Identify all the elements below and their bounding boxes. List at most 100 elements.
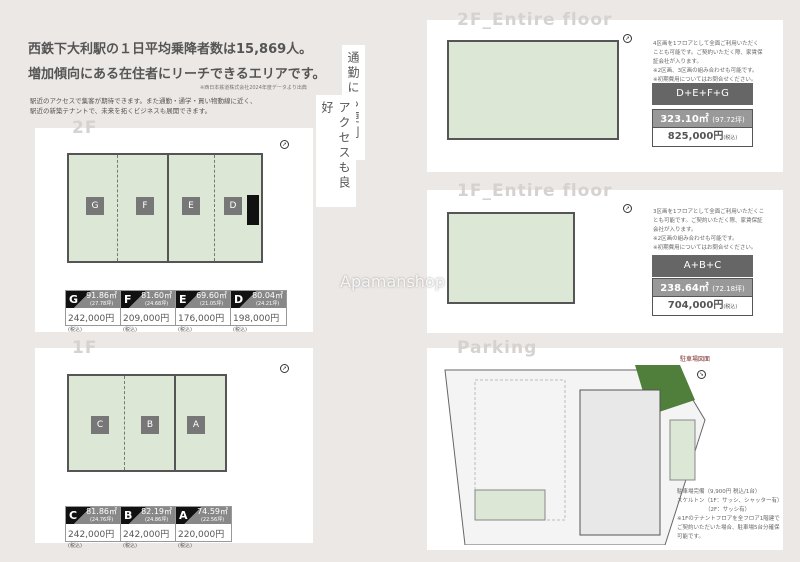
unit-label-a: A [187,416,205,434]
headline-1: 西鉄下大利駅の１日平均乗降者数は15,869人。 [28,42,313,57]
tax-label: (税込) [723,135,738,141]
entire1-price: 704,000円(税込) [652,297,753,316]
unit-area: 80.04㎡ [252,291,283,300]
parking-map-title: 駐車場図面 [680,356,711,363]
area-value: 238.64㎡ [660,283,709,294]
unit-area: 69.60㎡ [196,291,227,300]
entire1-title: 1F_Entire floor [457,181,613,201]
unit-f-cell[interactable]: F 81.60㎡(24.68坪) 209,000円 (税込) [121,291,176,333]
tagline-access: アクセスも良好 [316,95,356,207]
parking-title: Parking [457,338,538,358]
unit-tsubo: (22.56坪) [200,517,225,523]
unit-price: 198,000円 [233,314,280,324]
entire1-area: 238.64㎡ (72.18坪) [652,278,753,297]
price-value: 704,000円 [667,300,724,311]
unit-tsubo: (24.86坪) [144,517,169,523]
unit-id: E [179,293,187,306]
unit-price: 242,000円 [68,314,115,324]
entire2-price: 825,000円(税込) [652,128,753,147]
watermark: Apamanshop [340,272,445,291]
entire1-combo: A+B+C [652,255,753,277]
unit-price: 209,000円 [123,314,170,324]
note-line: ※2区画、3区画の組み合わせも可能です。 [653,68,758,74]
tax-label: (税込) [178,327,192,333]
floor2-plan: G F E D [67,153,263,263]
entire2-combo: D+E+F+G [652,83,753,105]
floor2-unit-table: G 91.86㎡(27.78坪) 242,000円 (税込) F 81.60㎡(24.6… [65,290,287,333]
note-line: （2F：サッシ有） [705,507,751,513]
unit-id: F [124,293,132,306]
compass-icon: ➚ [623,34,632,43]
unit-b-cell[interactable]: B 82.19㎡(24.86坪) 242,000円 (税込) [121,507,176,549]
entire2-title: 2F_Entire floor [457,10,613,30]
floor2-title: 2F [72,118,98,138]
unit-g-cell[interactable]: G 91.86㎡(27.78坪) 242,000円 (税込) [66,291,121,333]
price-value: 825,000円 [667,131,724,142]
headline-2: 増加傾向にある在住者にリーチできるエリアです。 [28,67,326,82]
note-line: とも可能です。ご契約いただく際、家賃保証 [653,218,763,224]
unit-price: 242,000円 [68,530,115,540]
desc-2: 駅近の新築テナントで、未来を拓くビジネスも展開できます。 [30,107,212,115]
unit-id: G [69,293,79,306]
note-line: ことも可能です。ご契約いただく際、家賃保 [653,50,763,56]
note-line: ご契約いただいた場合、駐車場5台分確保 [677,525,780,531]
note-line: ※2区画の組み合わせも可能です。 [653,236,738,242]
unit-label-d: D [224,197,242,215]
entire1-note: 3区画を1フロアとして全面ご利用いただくことも可能です。ご契約いただく際、家賃保… [653,208,764,253]
unit-id: D [234,293,244,306]
unit-area: 74.59㎡ [197,507,228,516]
unit-tsubo: (24.68坪) [144,301,169,307]
tax-label: (税込) [68,327,82,333]
unit-label-f: F [136,197,154,215]
unit-id: A [179,509,188,522]
note-line: 4区画を1フロアとして全面ご利用いただく [653,41,759,47]
entire2-note: 4区画を1フロアとして全面ご利用いただくことも可能です。ご契約いただく際、家賃保… [653,40,762,85]
unit-area: 81.60㎡ [141,291,172,300]
entire2-plan [447,40,619,140]
note-line: 会社が入ります。 [653,227,697,233]
note-line: 可能です。 [677,534,704,540]
tax-label: (税込) [123,327,137,333]
tax-label: (税込) [123,543,137,549]
area-value: 323.10㎡ [660,114,709,125]
note-line: ※初期費用についてはお問合せください。 [653,77,757,83]
note-line: ※初期費用についてはお問合せください。 [653,245,757,251]
floor1-plan: C B A [67,374,227,472]
unit-price: 242,000円 [123,530,170,540]
unit-label-g: G [86,197,104,215]
unit-area: 91.86㎡ [86,291,117,300]
unit-tsubo: (27.78坪) [89,301,114,307]
parking-note: 駐車場完備（9,900円 税込/1台） スケルトン（1F：サッシ、シャッター有） （… [677,488,783,542]
compass-icon: ➘ [697,370,706,379]
tsubo-value: (72.18坪) [712,285,745,293]
unit-label-c: C [91,416,109,434]
desc-1: 駅近のアクセスで集客が期待できます。また通勤・通学・買い物動線に近く、 [30,97,257,105]
tax-label: (税込) [723,304,738,310]
entire2-area: 323.10㎡ (97.72坪) [652,109,753,128]
note-line: 駐車場完備（9,900円 税込/1台） [677,489,761,495]
unit-id: C [69,509,78,522]
note-line: スケルトン（1F：サッシ、シャッター有） [677,498,783,504]
parking-panel: 駐車場図面 ➘ 駐車場完備（9,900円 税込/1台） スケルトン（1F：サッシ、… [427,348,783,550]
source-note: ※西日本鉄道株式会社2024年度データより出典 [200,85,307,91]
compass-icon: ➚ [280,140,289,149]
note-line: 3区画を1フロアとして全面ご利用いただくこ [653,209,765,215]
unit-id: B [124,509,133,522]
unit-tsubo: (24.21坪) [255,301,280,307]
tsubo-value: (97.72坪) [712,116,745,124]
unit-price: 220,000円 [178,530,225,540]
note-line: 証会社が入ります。 [653,59,702,65]
entire2-panel: ➚ 4区画を1フロアとして全面ご利用いただくことも可能です。ご契約いただく際、家… [427,20,783,172]
unit-area: 82.19㎡ [141,507,172,516]
parking-map [444,365,706,545]
compass-icon: ➚ [280,364,289,373]
entire1-panel: ➚ 3区画を1フロアとして全面ご利用いただくことも可能です。ご契約いただく際、家… [427,190,783,333]
floor1-title: 1F [72,338,98,358]
